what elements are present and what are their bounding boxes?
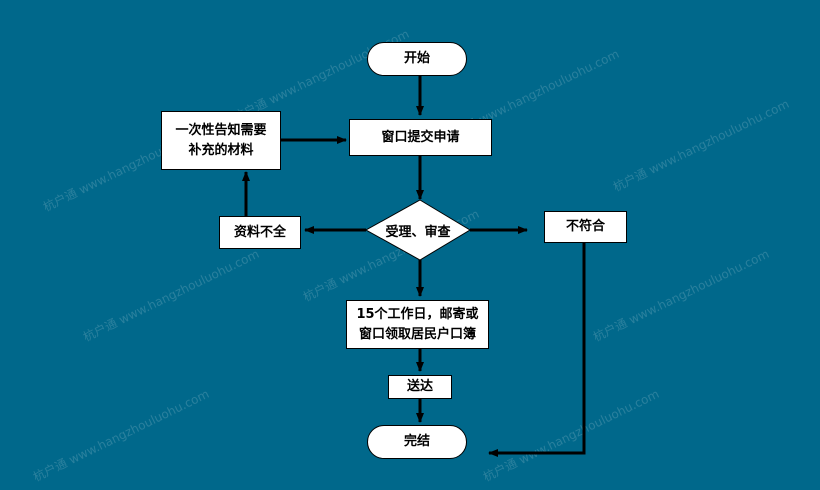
nonconform-node: 不符合	[544, 211, 627, 243]
notify-label-line2: 补充的材料	[188, 142, 254, 158]
arrow-nonconform-to-end	[488, 243, 586, 457]
notify-node: 一次性告知需要 补充的材料	[161, 111, 281, 170]
review-label: 受理、审查	[385, 224, 451, 240]
start-label: 开始	[403, 51, 430, 66]
start-node: 开始	[367, 42, 467, 76]
issue-label-line1: 15个工作日，邮寄或	[356, 306, 479, 322]
deliver-node: 送达	[388, 375, 452, 399]
review-diamond	[364, 199, 471, 261]
notify-label-line1: 一次性告知需要	[175, 122, 267, 138]
issue-label-line2: 窗口领取居民户口簿	[358, 326, 476, 342]
incomplete-node: 资料不全	[219, 216, 301, 249]
incomplete-label: 资料不全	[233, 224, 286, 240]
nonconform-label: 不符合	[565, 219, 605, 234]
submit-label: 窗口提交申请	[381, 129, 460, 145]
submit-node: 窗口提交申请	[349, 119, 492, 156]
review-label-box: 受理、审查	[366, 215, 470, 245]
deliver-label: 送达	[406, 379, 433, 394]
end-node: 完结	[367, 425, 467, 459]
issue-node: 15个工作日，邮寄或 窗口领取居民户口簿	[346, 300, 489, 349]
end-label: 完结	[403, 434, 430, 449]
